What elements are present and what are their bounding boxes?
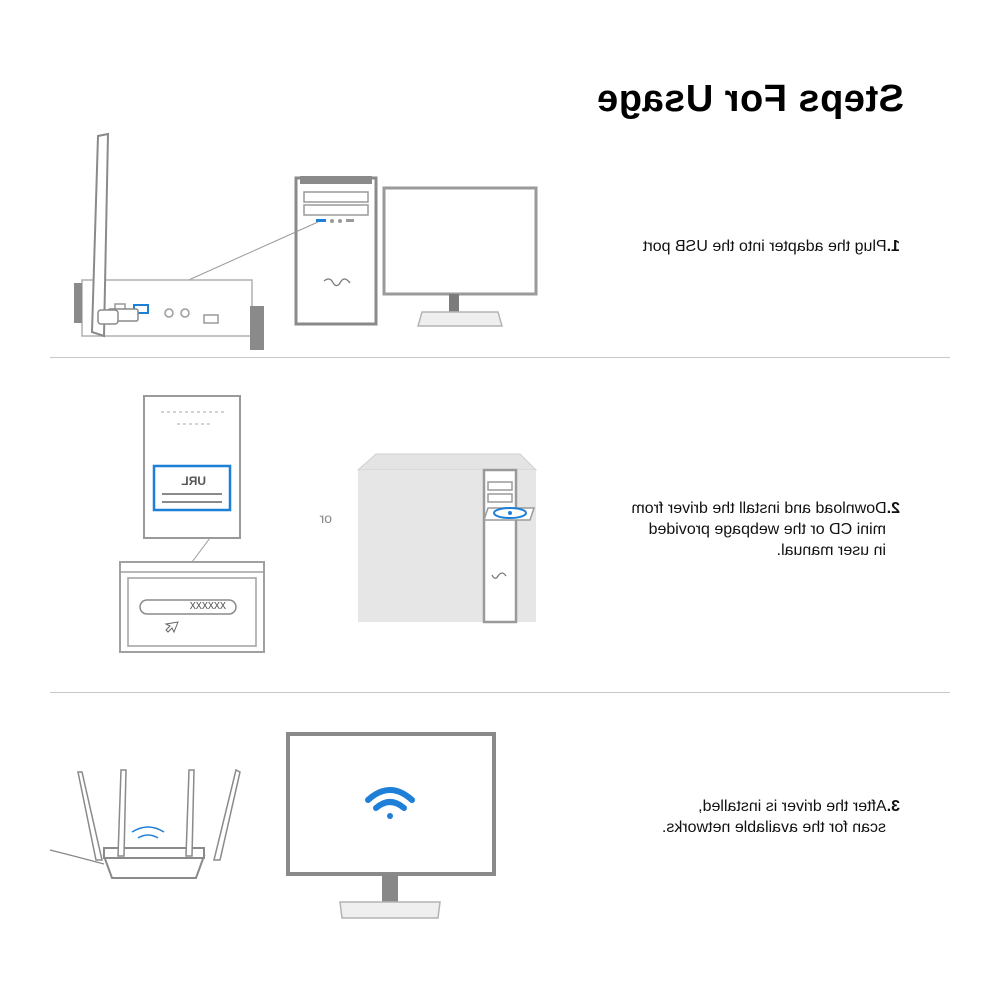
pc-tower-cd-icon [356,453,538,624]
wifi-icon [365,787,415,819]
monitor-wifi-icon [286,732,496,919]
url-box-label: URL [181,474,206,488]
browser-window-icon [119,561,265,653]
monitor-icon [382,186,538,327]
pc-tower-icon [294,176,378,326]
usb-panel-icon [74,279,264,350]
address-bar-text: XXXXXX [189,601,226,612]
manual-leader-line [191,537,211,563]
router-icon [49,768,241,879]
usb-adapter-icon [90,132,139,338]
user-manual-icon [143,395,241,539]
